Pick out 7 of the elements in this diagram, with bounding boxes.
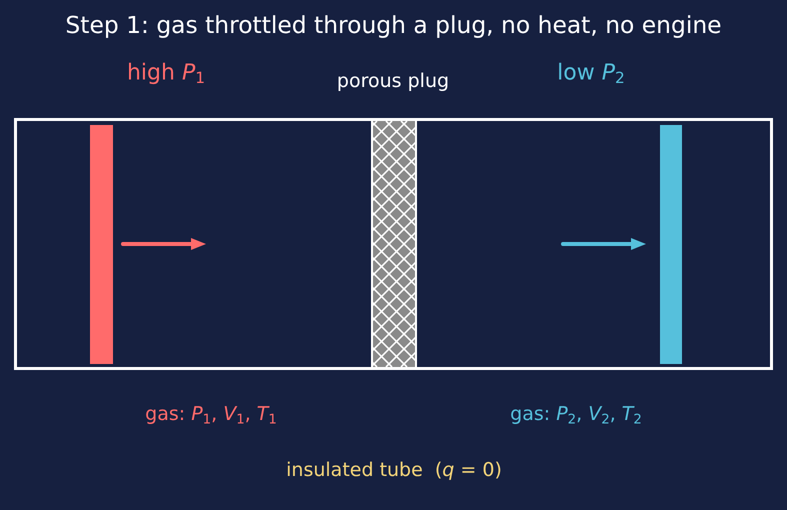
diagram-title: Step 1: gas throttled through a plug, no heat, no engine [65,10,722,40]
plug-label: porous plug [336,70,450,94]
pressure-label: high P$_{1}$ [126,59,206,87]
gas-state-label: gas: P$_{1}$, V$_{1}$, T$_{1}$ [145,403,277,427]
tube-caption: insulated tube (q = 0) [286,459,502,483]
gas-state-label: gas: P$_{2}$, V$_{2}$, T$_{2}$ [510,403,642,427]
pressure-label: low P$_{2}$ [557,59,625,87]
